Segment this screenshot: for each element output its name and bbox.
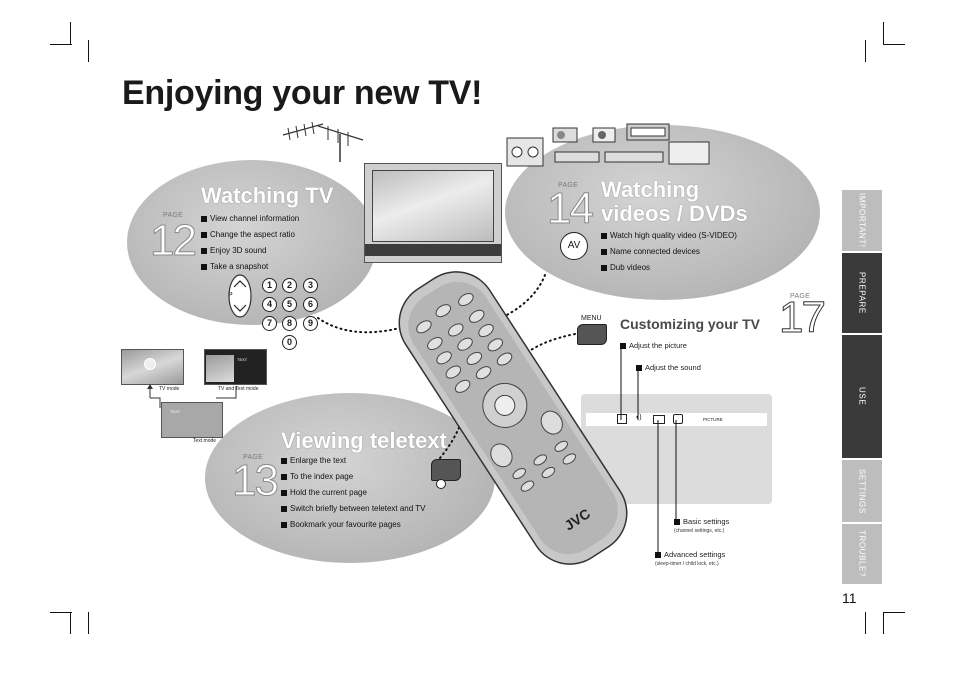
teletext-list: Enlarge the text To the index page Hold … <box>281 456 425 536</box>
tab-important[interactable]: IMPORTANT! <box>842 190 882 251</box>
picture-icon <box>617 414 627 424</box>
page-ref-14[interactable]: 14 <box>547 184 595 234</box>
number-key-4[interactable]: 4 <box>262 297 277 312</box>
crop-mark <box>883 612 884 634</box>
basic-settings-label: Basic settings <box>674 517 729 526</box>
list-item: View channel information <box>201 214 299 230</box>
crop-mark <box>88 40 89 62</box>
tab-prepare[interactable]: PREPARE <box>842 253 882 333</box>
list-item: Bookmark your favourite pages <box>281 520 425 536</box>
page-ref-17[interactable]: 17 <box>779 293 827 343</box>
remote-control: JVC <box>398 271 628 565</box>
page-title: Enjoying your new TV! <box>122 74 483 112</box>
text-sample: TEXT <box>170 409 181 414</box>
text-mode-label: Text mode <box>193 438 217 444</box>
number-key-8[interactable]: 8 <box>282 316 297 331</box>
heading-line-1: Watching <box>601 177 700 202</box>
heading-line-2: videos / DVDs <box>601 201 748 226</box>
tv-text-mode-thumbnail: TEXT <box>204 349 267 385</box>
tv-mode-thumbnail <box>121 349 184 385</box>
list-item: To the index page <box>281 472 425 488</box>
menu-label: MENU <box>581 315 602 322</box>
watching-tv-heading: Watching TV <box>201 183 334 208</box>
page-label: PAGE <box>790 293 811 300</box>
teletext-icon <box>436 479 446 489</box>
tv-mode-label: TV mode <box>159 386 180 392</box>
callout-lines <box>620 344 677 554</box>
tab-trouble[interactable]: TROUBLE? <box>842 524 882 584</box>
list-item: Dub videos <box>601 263 737 279</box>
page-label: PAGE <box>163 212 184 219</box>
advanced-settings-sub: (sleep-timer / child lock, etc.) <box>655 561 719 567</box>
tab-use[interactable]: USE <box>842 335 882 458</box>
menu-button[interactable] <box>577 324 607 345</box>
page-label: PAGE <box>243 454 264 461</box>
list-item: Enlarge the text <box>281 456 425 472</box>
page-number: 11 <box>842 590 857 606</box>
teletext-button[interactable] <box>431 459 461 481</box>
list-item: Hold the current page <box>281 488 425 504</box>
number-key-2[interactable]: 2 <box>282 278 297 293</box>
adjust-picture-label: Adjust the picture <box>620 341 687 350</box>
crop-mark <box>50 612 72 613</box>
number-key-9[interactable]: 9 <box>303 316 318 331</box>
advanced-settings-icon <box>673 414 683 424</box>
watching-tv-list: View channel information Change the aspe… <box>201 214 299 278</box>
number-key-7[interactable]: 7 <box>262 316 277 331</box>
list-item: Switch briefly between teletext and TV <box>281 504 425 520</box>
tab-settings[interactable]: SETTINGS <box>842 460 882 522</box>
customizing-heading: Customizing your TV <box>620 316 760 332</box>
av-button[interactable]: AV <box>560 232 588 260</box>
crop-mark <box>883 612 905 613</box>
number-key-5[interactable]: 5 <box>282 297 297 312</box>
page-label: PAGE <box>558 182 579 189</box>
watching-videos-heading: Watching videos / DVDs <box>601 178 748 226</box>
text-mode-thumbnail: TEXT <box>161 402 223 438</box>
list-item: Name connected devices <box>601 247 737 263</box>
crop-mark <box>70 22 71 44</box>
number-key-3[interactable]: 3 <box>303 278 318 293</box>
watching-videos-list: Watch high quality video (S-VIDEO) Name … <box>601 231 737 279</box>
p-label: P <box>228 292 233 299</box>
number-key-0[interactable]: 0 <box>282 335 297 350</box>
adjust-sound-label: Adjust the sound <box>636 363 701 372</box>
crop-mark <box>865 612 866 634</box>
crop-mark <box>883 22 884 44</box>
menu-screen-label: PICTURE <box>703 417 723 422</box>
basic-settings-icon <box>653 415 665 424</box>
av-devices-icon <box>506 123 710 167</box>
crop-mark <box>865 40 866 62</box>
mode-cycle-arrows <box>147 384 237 408</box>
list-item: Take a snapshot <box>201 262 299 278</box>
crop-mark <box>88 612 89 634</box>
crop-mark <box>70 612 71 634</box>
antenna-icon <box>282 121 364 162</box>
channel-updown-icon <box>228 274 252 318</box>
list-item: Enjoy 3D sound <box>201 246 299 262</box>
teletext-heading: Viewing teletext <box>281 428 447 453</box>
tv-text-mode-label: TV and Text mode <box>218 386 259 392</box>
basic-settings-sub: (channel settings, etc.) <box>674 528 725 534</box>
tv-set <box>364 163 502 263</box>
crop-mark <box>883 44 905 45</box>
number-key-6[interactable]: 6 <box>303 297 318 312</box>
page-ref-13[interactable]: 13 <box>232 456 280 506</box>
page-ref-12[interactable]: 12 <box>150 216 198 266</box>
text-sample: TEXT <box>237 357 248 362</box>
number-key-1[interactable]: 1 <box>262 278 277 293</box>
advanced-settings-label: Advanced settings <box>655 550 725 559</box>
list-item: Change the aspect ratio <box>201 230 299 246</box>
list-item: Watch high quality video (S-VIDEO) <box>601 231 737 247</box>
crop-mark <box>50 44 72 45</box>
